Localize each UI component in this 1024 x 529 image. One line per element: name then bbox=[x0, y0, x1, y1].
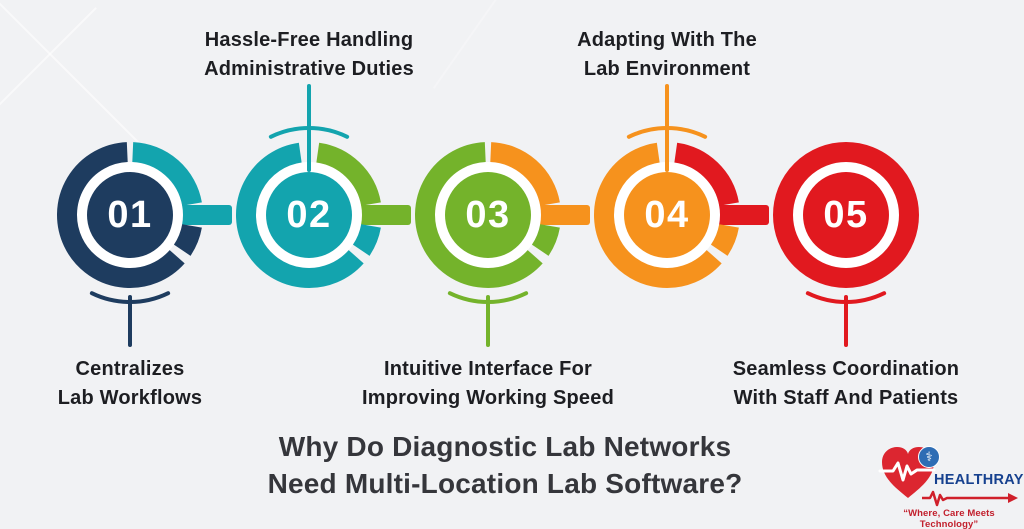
step-ring-next-segment bbox=[315, 142, 381, 207]
connector-bar bbox=[180, 205, 232, 225]
step-label-line: Administrative Duties bbox=[204, 58, 414, 80]
step-inner-circle bbox=[803, 172, 889, 258]
step-ring bbox=[415, 142, 543, 288]
caduceus-icon: ⚕ bbox=[925, 449, 933, 464]
step-label-line: Centralizes bbox=[75, 358, 185, 380]
connector-bar bbox=[359, 205, 411, 225]
step-label-4: Adapting With The Lab Environment bbox=[507, 26, 827, 84]
pointer-line-4 bbox=[665, 84, 669, 172]
title-line-2: Need Multi-Location Lab Software? bbox=[267, 468, 743, 499]
step-number-2: 02 bbox=[286, 193, 332, 236]
step-number-1: 01 bbox=[107, 193, 153, 236]
logo-tagline: “Where, Care Meets Technology” bbox=[903, 508, 995, 529]
step-number-3: 03 bbox=[465, 193, 511, 236]
step-ring bbox=[352, 223, 381, 256]
logo-wordmark: HEALTHRAY bbox=[934, 472, 1024, 488]
step-label-line: Intuitive Interface For bbox=[384, 358, 592, 380]
connector-bar bbox=[538, 205, 590, 225]
healthray-logo: ⚕ HEALTHRAY “Where, Care Meets Technolog… bbox=[874, 438, 1024, 529]
step-number-5: 05 bbox=[823, 193, 869, 236]
pointer-line-3 bbox=[486, 295, 490, 347]
step-label-line: Hassle-Free Handling bbox=[204, 29, 414, 51]
infographic-title: Why Do Diagnostic Lab Networks Need Mult… bbox=[205, 428, 805, 502]
title-line-1: Why Do Diagnostic Lab Networks bbox=[278, 431, 732, 462]
step-ring bbox=[531, 223, 560, 256]
step-ring-next-segment bbox=[131, 142, 202, 207]
step-label-1: Centralizes Lab Workflows bbox=[0, 355, 290, 413]
step-ring-next-segment bbox=[489, 142, 560, 207]
step-label-line: Lab Workflows bbox=[57, 387, 203, 409]
step-number-4: 04 bbox=[644, 193, 690, 236]
step-ring bbox=[710, 223, 739, 256]
logo-caduceus-badge: ⚕ bbox=[918, 446, 940, 468]
step-inner-circle bbox=[445, 172, 531, 258]
pointer-line-5 bbox=[844, 295, 848, 347]
step-inner-circle bbox=[87, 172, 173, 258]
step-label-2: Hassle-Free Handling Administrative Duti… bbox=[149, 26, 469, 84]
step-label-line: Lab Environment bbox=[583, 58, 751, 80]
step-ring bbox=[594, 142, 722, 288]
step-ring bbox=[57, 142, 185, 288]
step-label-line: Seamless Coordination bbox=[732, 358, 960, 380]
step-inner-circle bbox=[624, 172, 710, 258]
step-label-line: Improving Working Speed bbox=[361, 387, 615, 409]
pointer-line-2 bbox=[307, 84, 311, 172]
step-ring bbox=[773, 142, 919, 288]
connector-bar bbox=[717, 205, 769, 225]
step-ring bbox=[236, 142, 364, 288]
step-ring-next-segment bbox=[673, 142, 739, 207]
step-label-line: With Staff And Patients bbox=[733, 387, 959, 409]
step-label-line: Adapting With The bbox=[577, 29, 757, 51]
step-ring bbox=[173, 223, 202, 256]
step-label-5: Seamless Coordination With Staff And Pat… bbox=[686, 355, 1006, 413]
pointer-line-1 bbox=[128, 295, 132, 347]
step-label-3: Intuitive Interface For Improving Workin… bbox=[328, 355, 648, 413]
step-inner-circle bbox=[266, 172, 352, 258]
logo-ecg-arrow-icon bbox=[920, 488, 1022, 508]
